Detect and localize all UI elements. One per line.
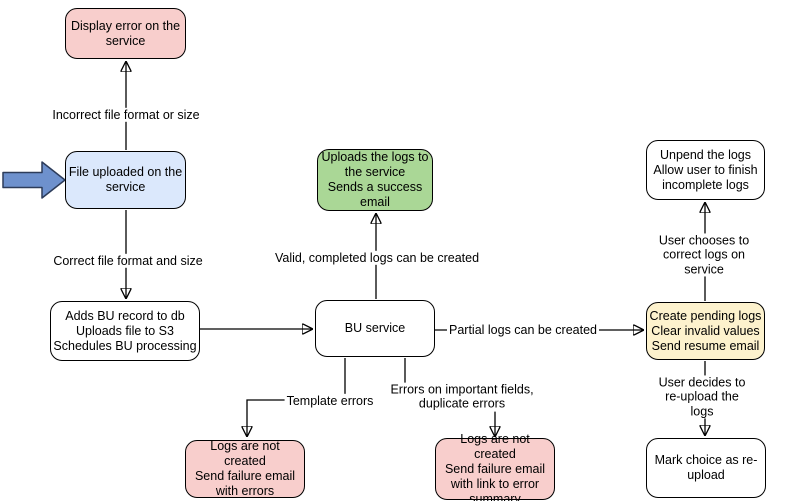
node-unpend-logs: Unpend the logs Allow user to finish inc… — [646, 140, 765, 200]
edge-label-partial-logs: Partial logs can be created — [446, 322, 600, 338]
start-arrow-icon — [2, 161, 66, 199]
edge-label-incorrect-format: Incorrect file format or size — [50, 107, 202, 123]
edge-label-template-errors: Template errors — [284, 393, 376, 409]
node-logs-not-created-summary: Logs are not created Send failure email … — [435, 432, 555, 501]
node-mark-choice-reupload: Mark choice as re- upload — [646, 438, 766, 498]
node-uploads-logs-success: Uploads the logs to the service Sends a … — [317, 149, 433, 211]
node-file-uploaded: File uploaded on the service — [65, 151, 186, 209]
edge-label-important-field-errors: Errors on important fields, duplicate er… — [388, 382, 536, 412]
node-logs-not-created-errors: Logs are not created Send failure email … — [185, 439, 305, 498]
edge-label-correct-format: Correct file format and size — [51, 253, 205, 269]
node-bu-service: BU service — [315, 300, 435, 357]
node-create-pending-logs: Create pending logs Clear invalid values… — [646, 302, 765, 360]
node-display-error: Display error on the service — [65, 8, 186, 59]
edge-label-user-corrects: User chooses to correct logs on service — [655, 233, 753, 277]
node-adds-bu-record: Adds BU record to db Uploads file to S3 … — [50, 301, 200, 361]
edge-label-user-reuploads: User decides to re-upload the logs — [652, 375, 752, 419]
edge-label-valid-logs: Valid, completed logs can be created — [272, 250, 482, 266]
